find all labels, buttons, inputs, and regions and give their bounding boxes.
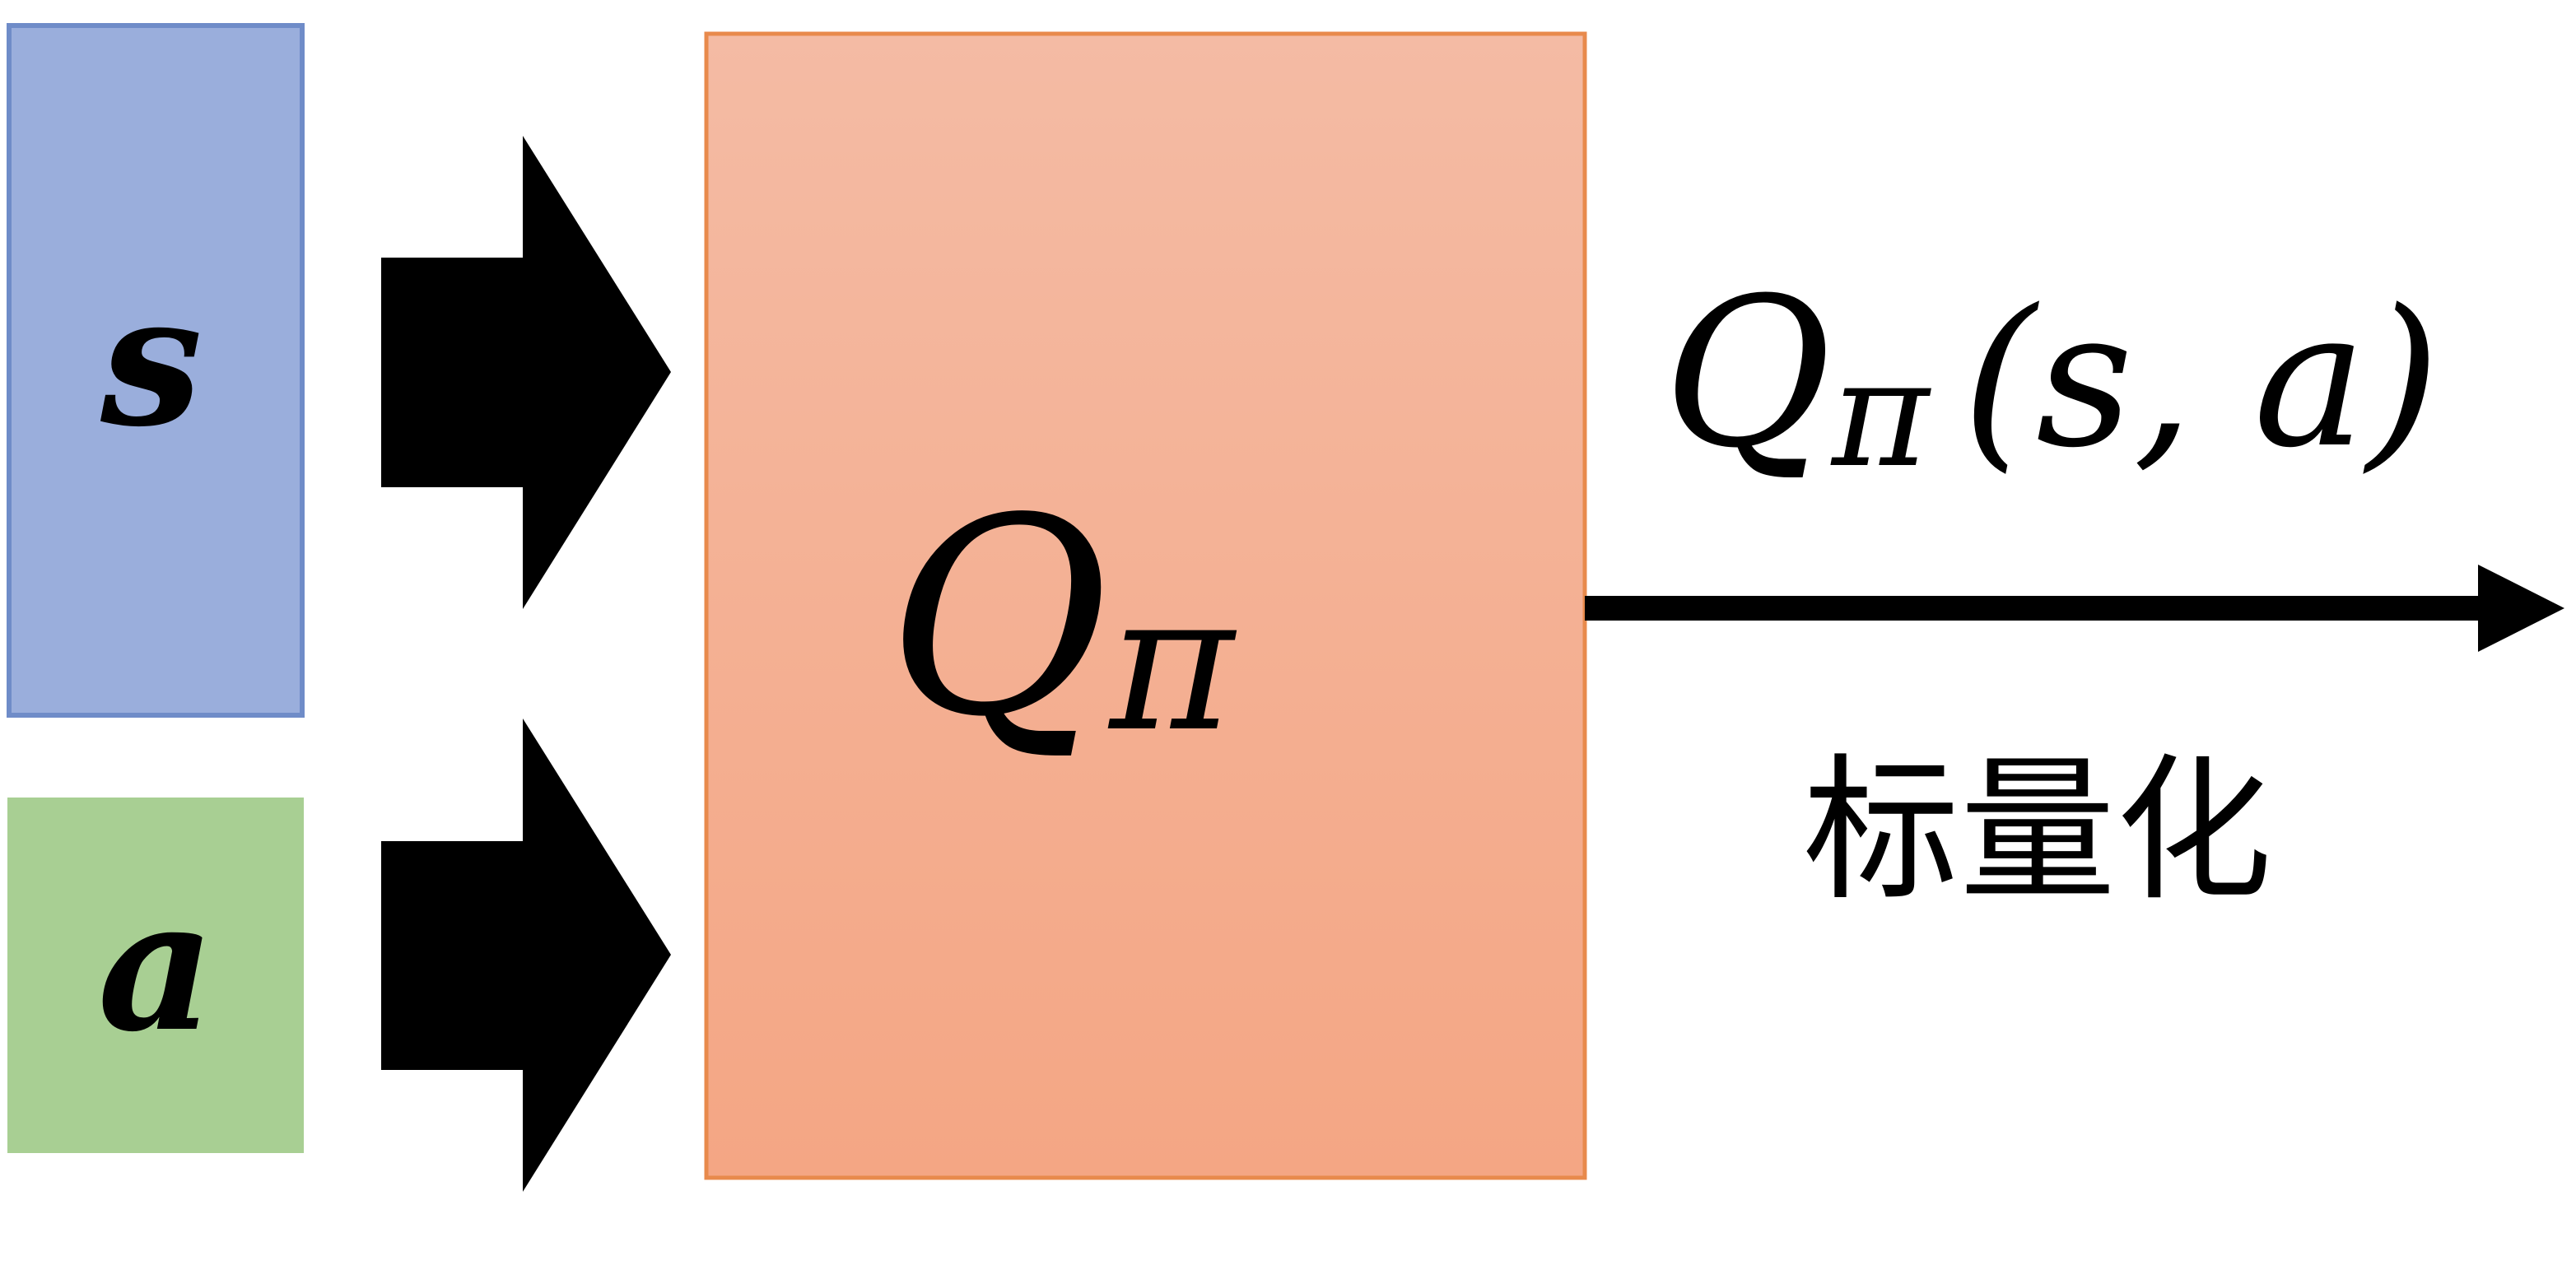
action-input-node: a xyxy=(7,798,304,1153)
q-network-subscript: π xyxy=(1107,554,1237,774)
action-input-box xyxy=(7,798,304,1153)
output-caption: 标量化 xyxy=(1803,746,2272,919)
action-arrow xyxy=(381,719,671,1192)
q-network-label: Qπ xyxy=(887,460,1237,776)
action-label: a xyxy=(98,858,216,1072)
state-input-node: s xyxy=(7,23,305,718)
state-input-box xyxy=(7,23,305,718)
output-arrow xyxy=(1585,565,2564,652)
q-network-symbol: Q xyxy=(887,460,1110,776)
output-symbol: Q xyxy=(1663,253,1832,493)
state-label: s xyxy=(100,253,203,467)
q-network-node: Qπ xyxy=(704,31,1587,1180)
output-subscript: π xyxy=(1830,328,1931,500)
output-args: (s, a) xyxy=(1962,270,2440,490)
output-label: Qπ(s, a) xyxy=(1663,253,2440,500)
output-arrow-head xyxy=(2478,565,2564,652)
q-network-box xyxy=(704,31,1587,1180)
output-arrow-shaft xyxy=(1585,596,2494,621)
state-arrow xyxy=(381,136,671,609)
